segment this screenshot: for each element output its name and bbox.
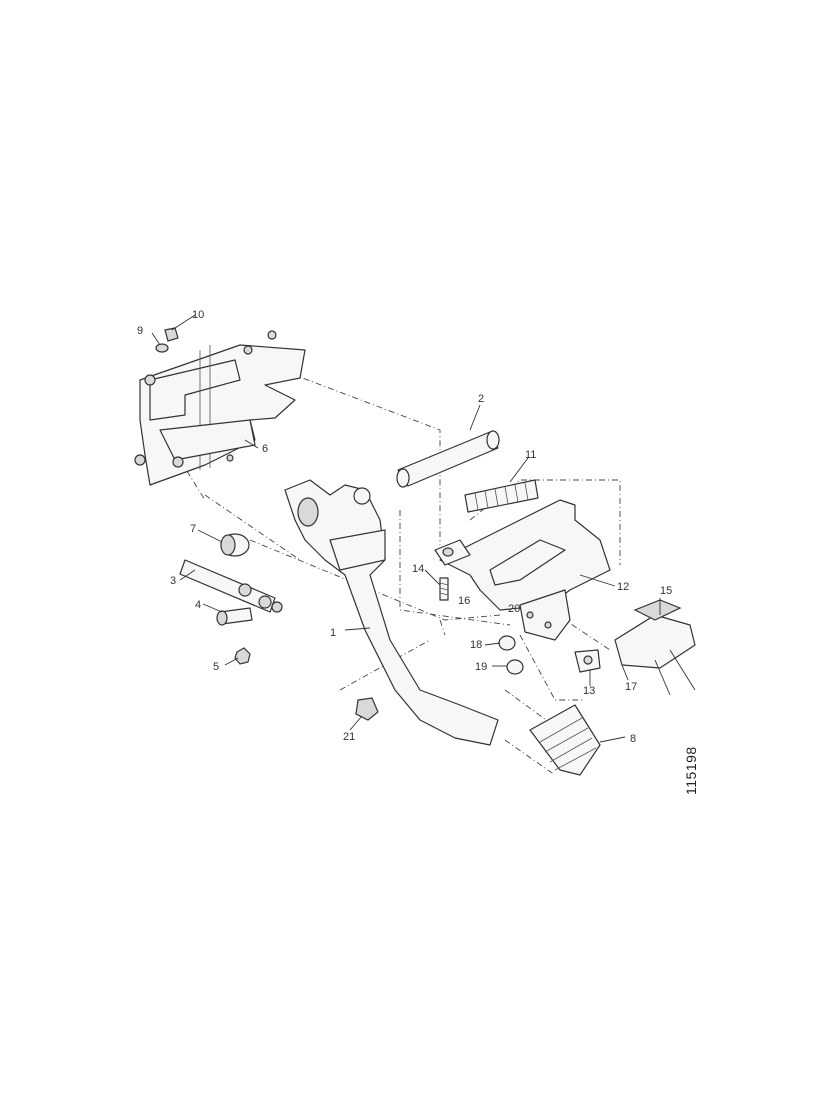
callout-16: 16: [458, 595, 470, 607]
pedal-arm: [284, 479, 499, 746]
spacer-and-nut: [498, 635, 524, 675]
lower-bolt: [355, 697, 379, 721]
callout-2: 2: [478, 393, 484, 405]
callout-15: 15: [660, 585, 672, 597]
callout-10: 10: [192, 309, 204, 321]
callout-12: 12: [617, 581, 629, 593]
upper-mounting-bracket: [134, 330, 306, 486]
bushing: [220, 533, 250, 557]
clip: [574, 649, 601, 673]
callout-5: 5: [213, 661, 219, 673]
callout-14: 14: [412, 563, 424, 575]
callout-9: 9: [137, 325, 143, 337]
callout-3: 3: [170, 575, 176, 587]
callout-8: 8: [630, 733, 636, 745]
callout-11: 11: [525, 449, 536, 461]
callout-17: 17: [625, 681, 637, 693]
return-spring: [464, 479, 539, 513]
reference-number: 115198: [683, 746, 699, 795]
pivot-shaft: [179, 559, 283, 613]
nut-and-washer: [155, 327, 179, 353]
callout-19: 19: [475, 661, 487, 673]
callout-6: 6: [262, 443, 268, 455]
leader-lines: [151, 314, 661, 743]
pivot-tube: [396, 430, 500, 488]
top-plate: [434, 539, 471, 566]
callout-13: 13: [583, 685, 595, 697]
screw: [439, 577, 449, 601]
callout-labels: 1 2 3 4 5 6 7 8 9 10 11 12 13 14 15 16 1…: [137, 309, 672, 745]
support-bracket: [439, 499, 611, 641]
callout-21: 21: [343, 731, 355, 743]
callout-7: 7: [190, 523, 196, 535]
callout-18: 18: [470, 639, 482, 651]
bolt: [216, 607, 253, 626]
callout-1: 1: [330, 627, 336, 639]
pedal-pad: [529, 704, 601, 776]
nut: [234, 647, 251, 665]
callout-4: 4: [195, 599, 201, 611]
callout-20: 20: [508, 603, 520, 615]
brake-light-switch: [614, 599, 696, 696]
